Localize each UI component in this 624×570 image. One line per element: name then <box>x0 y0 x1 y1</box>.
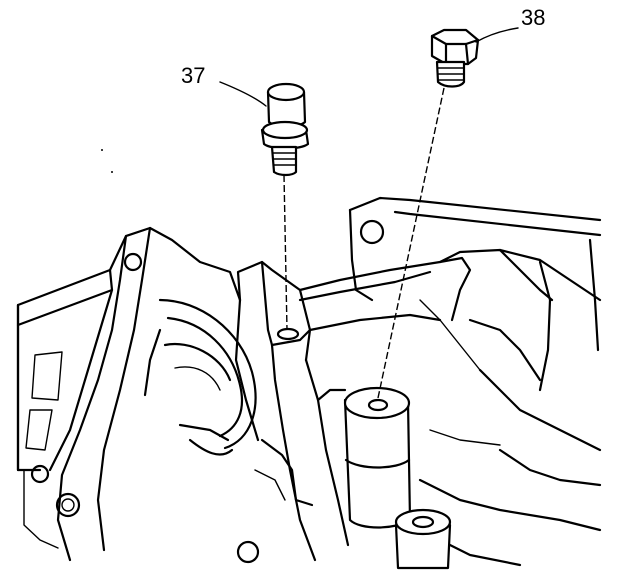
casting-left-face <box>16 226 242 549</box>
bolt-38-centerline <box>377 87 445 399</box>
bolt-37-hole <box>276 327 300 341</box>
bolt-38 <box>430 28 480 88</box>
bolt-37-centerline <box>283 174 288 331</box>
casting-central-rib <box>236 260 350 562</box>
callout-label-38: 38 <box>521 5 545 30</box>
casting-upper-deck <box>298 196 602 392</box>
scan-specks <box>101 149 113 173</box>
bolt-37 <box>260 82 310 177</box>
callout-label-37: 37 <box>181 63 205 88</box>
lower-boss <box>394 508 452 570</box>
callout-leaders <box>219 27 519 107</box>
leader-37 <box>219 81 267 107</box>
installation-centerlines <box>283 87 445 399</box>
bolt-38-boss <box>343 386 412 529</box>
leader-38 <box>475 27 519 43</box>
casting-bolt-holes <box>30 219 385 564</box>
